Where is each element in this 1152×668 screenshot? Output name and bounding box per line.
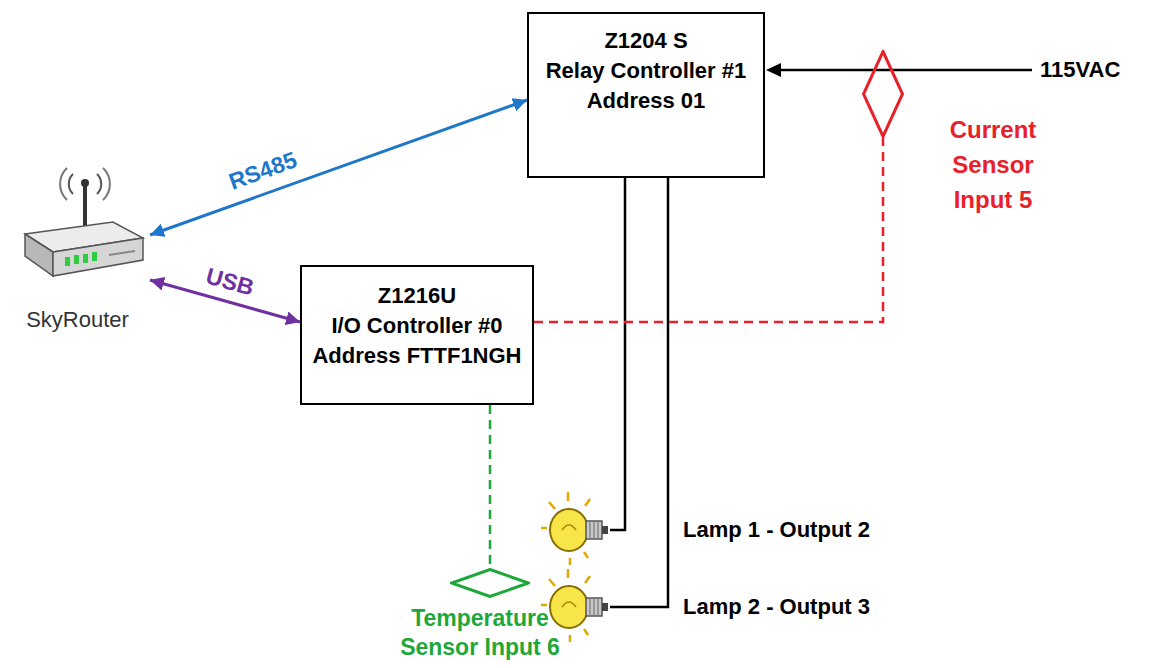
supply-arrowhead	[766, 63, 781, 77]
diamond-outline	[450, 568, 530, 598]
connector-line	[150, 100, 527, 235]
diamond-shape	[864, 52, 903, 137]
lamp-node: Lamp 1 - Output 2	[540, 490, 610, 570]
relay-controller-box: Z1204 SRelay Controller #1Address 01	[527, 12, 765, 178]
diamond-outline	[862, 50, 904, 138]
box-text: Address FTTF1NGH	[302, 341, 532, 371]
connector-line	[610, 178, 625, 530]
sensor-label: Current Sensor Input 5	[928, 112, 1058, 217]
router-icon	[5, 160, 150, 300]
router-node: SkyRouter	[5, 160, 150, 345]
box-text: Z1204 S	[529, 26, 763, 56]
diamond-shape	[452, 570, 529, 597]
router-label: SkyRouter	[5, 306, 150, 334]
lamp-node: Lamp 2 - Output 3	[540, 567, 610, 647]
lamp-label: Lamp 2 - Output 3	[683, 592, 963, 622]
box-text: I/O Controller #0	[302, 311, 532, 341]
temperature-sensor-diamond: Temperature Sensor Input 6	[450, 568, 530, 598]
supply-wire	[778, 69, 1032, 72]
link-label: USB	[203, 262, 257, 301]
connector-line	[610, 178, 668, 607]
box-text: Address 01	[529, 86, 763, 116]
lamp-icon	[540, 490, 610, 570]
link-label: RS485	[226, 147, 301, 196]
lamp-label: Lamp 1 - Output 2	[683, 515, 963, 545]
io-controller-box: Z1216UI/O Controller #0Address FTTF1NGH	[300, 265, 534, 405]
current-sensor-diamond: Current Sensor Input 5	[862, 50, 904, 138]
lamp-icon	[540, 567, 610, 647]
supply-label: 115VAC	[1040, 57, 1120, 83]
box-text: Relay Controller #1	[529, 56, 763, 86]
box-text: Z1216U	[302, 281, 532, 311]
dashed-signal-line	[489, 405, 492, 568]
